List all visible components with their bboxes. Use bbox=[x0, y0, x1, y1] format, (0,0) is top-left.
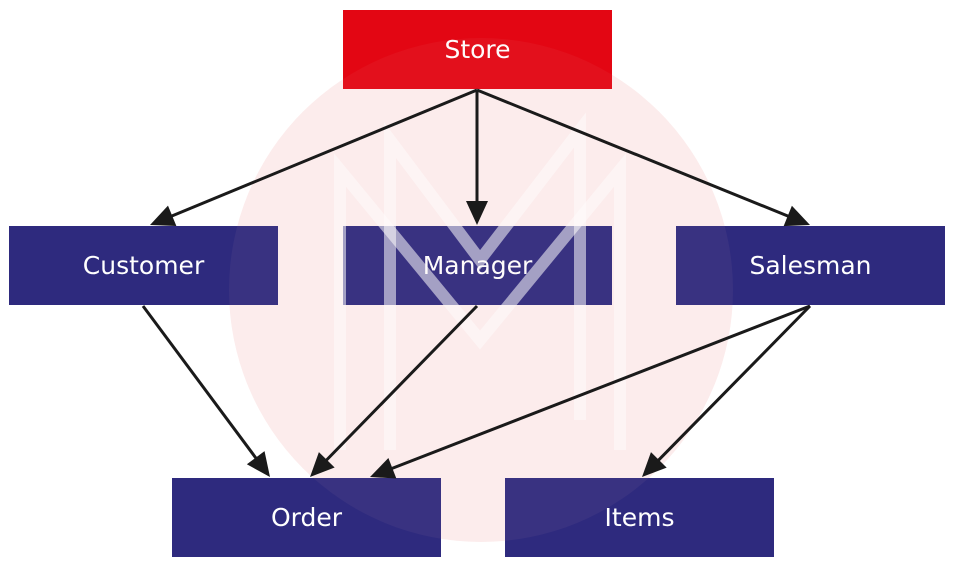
arrowhead-icon bbox=[783, 205, 810, 227]
edge-store-salesman bbox=[476, 88, 791, 219]
arrowhead-icon bbox=[466, 201, 488, 225]
arrowhead-icon bbox=[246, 451, 270, 477]
edge-customer-order bbox=[141, 305, 259, 461]
node-order[interactable]: Order bbox=[172, 478, 441, 557]
node-label: Store bbox=[444, 35, 511, 64]
arrowhead-icon bbox=[310, 452, 335, 477]
node-label: Items bbox=[604, 503, 675, 532]
edge-manager-order bbox=[324, 304, 479, 463]
arrowhead-icon bbox=[150, 205, 177, 227]
node-label: Salesman bbox=[749, 251, 872, 280]
node-items[interactable]: Items bbox=[505, 478, 774, 557]
edge-salesman-order bbox=[389, 304, 811, 471]
arrowhead-icon bbox=[642, 452, 667, 477]
edge-store-customer bbox=[169, 88, 478, 218]
arrowhead-icon bbox=[370, 458, 397, 479]
node-salesman[interactable]: Salesman bbox=[676, 226, 945, 305]
node-label: Customer bbox=[82, 251, 205, 280]
node-label: Order bbox=[270, 503, 343, 532]
edge-salesman-items bbox=[656, 304, 812, 463]
node-customer[interactable]: Customer bbox=[9, 226, 278, 305]
node-store[interactable]: Store bbox=[343, 10, 612, 89]
